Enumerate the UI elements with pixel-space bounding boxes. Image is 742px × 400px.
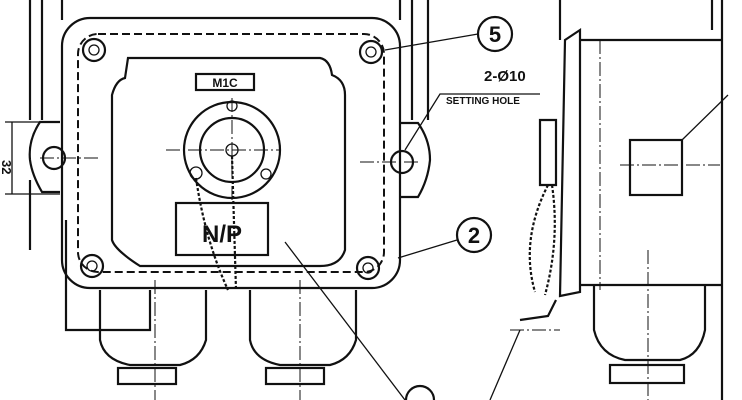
mic-label: M1C — [212, 76, 238, 90]
hole-spec-label: 2-Ø10 — [484, 68, 526, 85]
front-view: 32 M1C N/P — [0, 0, 432, 400]
screw-top-left — [81, 37, 107, 63]
setting-hole-label: SETTING HOLE — [446, 96, 520, 107]
svg-text:5: 5 — [489, 22, 501, 47]
callout-2: 2 — [397, 216, 493, 259]
callout-5: 5 — [384, 15, 514, 53]
screw-bottom-left — [79, 253, 105, 279]
screw-bottom-right — [355, 255, 381, 281]
side-view — [510, 0, 729, 400]
dimension-label: 32 — [0, 160, 14, 174]
mic-connector — [166, 98, 282, 200]
screw-top-right — [358, 39, 384, 65]
svg-text:2: 2 — [468, 223, 480, 248]
